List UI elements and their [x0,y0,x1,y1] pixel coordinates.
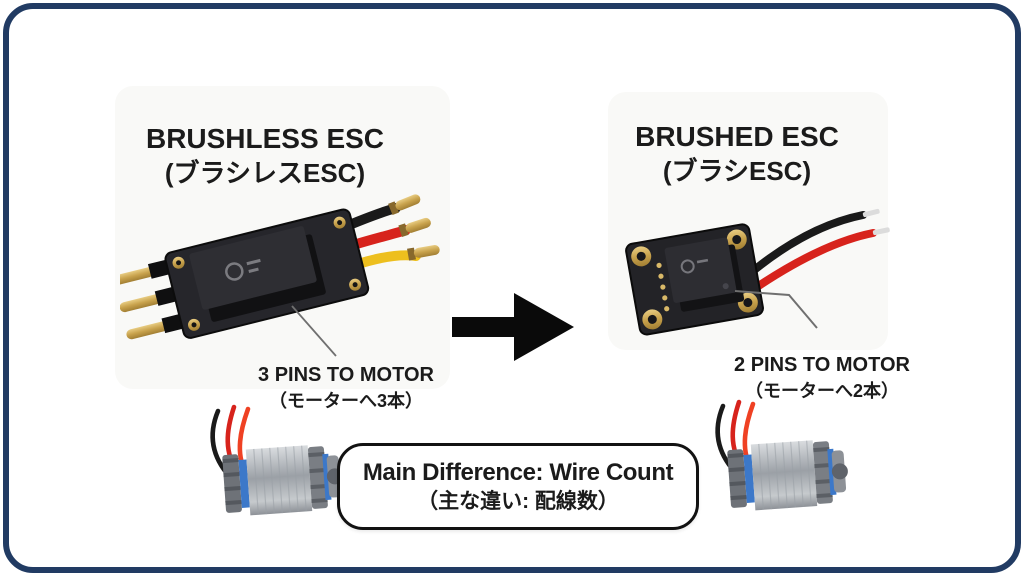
esc-board [625,223,764,336]
brushed-pin-label-jp: （モーターへ2本） [744,381,899,401]
brushless-esc-photo [120,194,440,340]
brushless-pin-label-en: 3 PINS TO MOTOR [258,364,434,386]
brushed-title-jp: (ブラシESC) [662,156,812,186]
wire-yellow [353,250,421,269]
motor-body [727,440,848,511]
esc-chip [189,226,317,310]
brushed-esc-photo [625,208,890,336]
wire-black [749,211,867,275]
tinned-tip [872,227,890,236]
wire-red [753,229,877,291]
brushless-pin-label: 3 PINS TO MOTOR （モーターへ3本） [226,362,466,414]
motor-pins [120,259,183,340]
brushless-title-en: BRUSHLESS ESC [145,123,385,154]
right-arrow-icon [452,293,574,361]
bullet-connector [388,194,421,216]
brushless-title: BRUSHLESS ESC (ブラシレスESC) [125,122,405,190]
bullet-connector [407,245,440,261]
brushless-pin-label-jp: （モーターへ3本） [268,391,423,411]
brushed-pin-label-en: 2 PINS TO MOTOR [734,354,910,376]
brushed-title: BRUSHED ESC (ブラシESC) [612,120,862,188]
wire-red [345,225,411,251]
brushless-title-jp: (ブラシレスESC) [164,158,366,188]
motor-photo-left [210,404,343,516]
esc-chip [664,237,737,303]
note-line1: Main Difference: Wire Count [362,458,674,486]
esc-board [120,208,370,340]
note-line2: （主な違い: 配線数） [417,489,619,513]
brushed-title-en: BRUSHED ESC [635,121,839,152]
tinned-tip [862,208,880,218]
pin-header [656,262,670,312]
motor-photo-right [715,399,848,511]
motor-body [222,445,343,516]
brushed-pin-label: 2 PINS TO MOTOR （モーターへ2本） [702,352,942,404]
bullet-connector [398,217,431,237]
main-difference-note: Main Difference: Wire Count （主な違い: 配線数） [337,443,699,530]
